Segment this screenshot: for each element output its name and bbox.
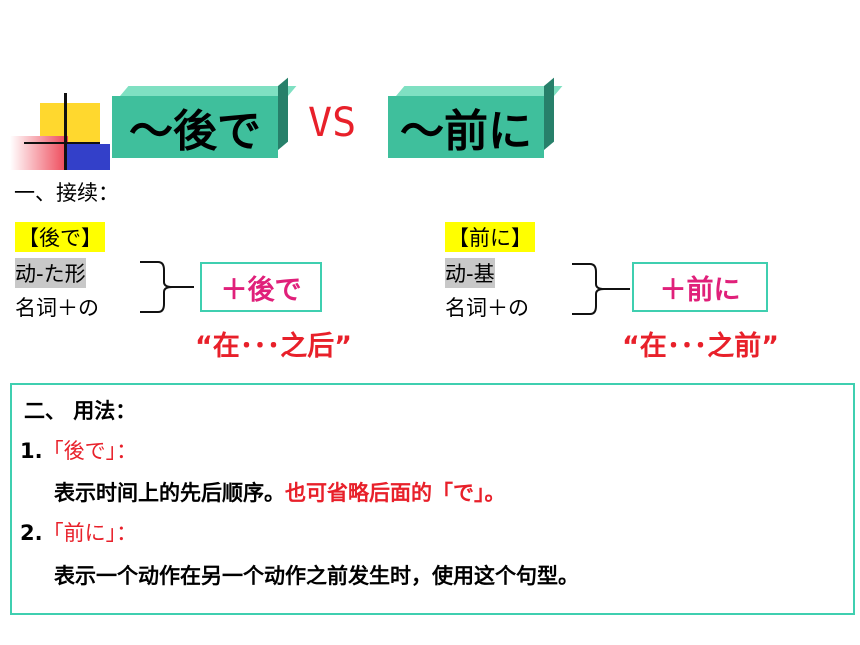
left-line2: 名词＋の [15, 296, 99, 320]
left-brace [140, 261, 194, 313]
decor-blue-square [66, 144, 110, 170]
right-brace [572, 263, 630, 315]
title-box-before: ～前に [388, 77, 563, 158]
decor-vertical-line [64, 93, 67, 170]
title-left: ～後で [112, 96, 278, 158]
usage-item2-label: 2.「前に」： [20, 517, 137, 547]
usage-box: 二、 用法： 1.「後で」： 表示时间上的先后顺序。也可省略后面的「で」。 2.… [10, 383, 855, 615]
usage-item1-title: 「後で」： [42, 439, 138, 463]
usage-item2-num: 2. [20, 521, 43, 545]
title-vs: VS [308, 100, 357, 146]
usage-item2-title: 「前に」： [42, 521, 138, 545]
usage-item1-desc-line: 表示时间上的先后顺序。也可省略后面的「で」。 [54, 477, 506, 507]
meaning-after: “在･･･之后” [195, 331, 352, 362]
left-line1: 动-た形 [15, 258, 86, 288]
decor-pink-gradient [10, 136, 68, 170]
meaning-before: “在･･･之前” [622, 331, 779, 362]
usage-item2-desc: 表示一个动作在另一个动作之前发生时，使用这个句型。 [54, 564, 579, 588]
usage-item1-label: 1.「後で」： [20, 435, 137, 465]
usage-item1-desc-red: 也可省略后面的「で」。 [285, 481, 506, 505]
right-line2: 名词＋の [445, 296, 529, 320]
box-before: ＋前に [632, 262, 768, 312]
decor-horizontal-line [24, 142, 100, 144]
title-right: ～前に [388, 96, 544, 158]
tag-before: 【前に】 [445, 222, 535, 252]
section2-heading: 二、 用法： [24, 399, 137, 423]
box-after: ＋後で [200, 262, 322, 312]
usage-item1-num: 1. [20, 439, 43, 463]
right-line1: 动-基 [445, 258, 495, 288]
title-box-after: ～後で [112, 77, 297, 158]
usage-item1-desc: 表示时间上的先后顺序。 [54, 481, 285, 505]
section1-heading: 一、接续： [14, 181, 119, 205]
tag-after: 【後で】 [15, 222, 105, 252]
